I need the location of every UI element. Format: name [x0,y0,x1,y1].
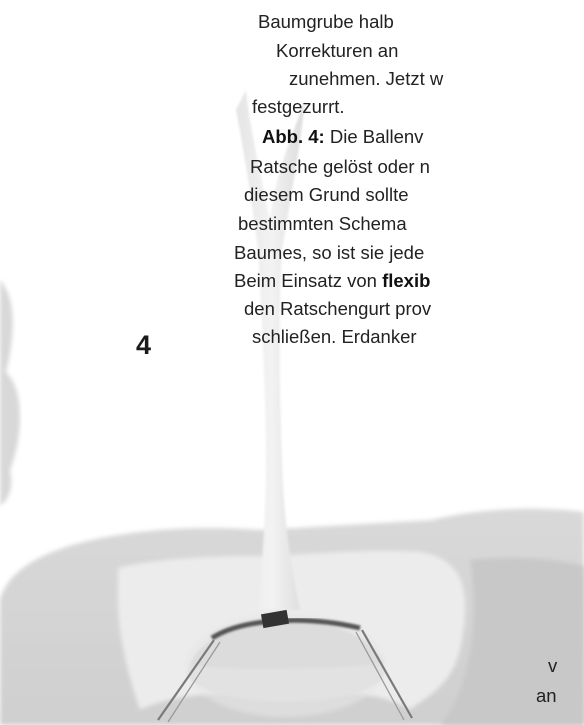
text-line: festgezurrt. [252,94,345,119]
text-line: Baumgrube halb [258,9,394,34]
text-line: schließen. Erdanker [252,324,417,349]
flex-line-bold: flexib [382,270,430,291]
text-line: bestimmten Schema [238,211,407,236]
text-line: Ratsche gelöst oder n [250,154,430,179]
caption-line: Abb. 4: Die Ballenv [262,124,423,149]
text-line: Baumes, so ist sie jede [234,240,424,265]
figure-number: 4 [136,330,151,361]
flex-line-prefix: Beim Einsatz von [234,270,382,291]
text-line: v [548,653,557,678]
left-edge-stain [0,280,20,506]
figure-caption-label: Abb. 4: [262,126,325,147]
flex-line: Beim Einsatz von flexib [234,268,430,293]
text-line: den Ratschengurt prov [244,296,431,321]
text-line: diesem Grund sollte [244,182,409,207]
figure-caption-text: Die Ballenv [325,126,424,147]
text-line: an [536,683,557,708]
text-line: Korrekturen an [276,38,398,63]
text-line: zunehmen. Jetzt w [289,66,443,91]
